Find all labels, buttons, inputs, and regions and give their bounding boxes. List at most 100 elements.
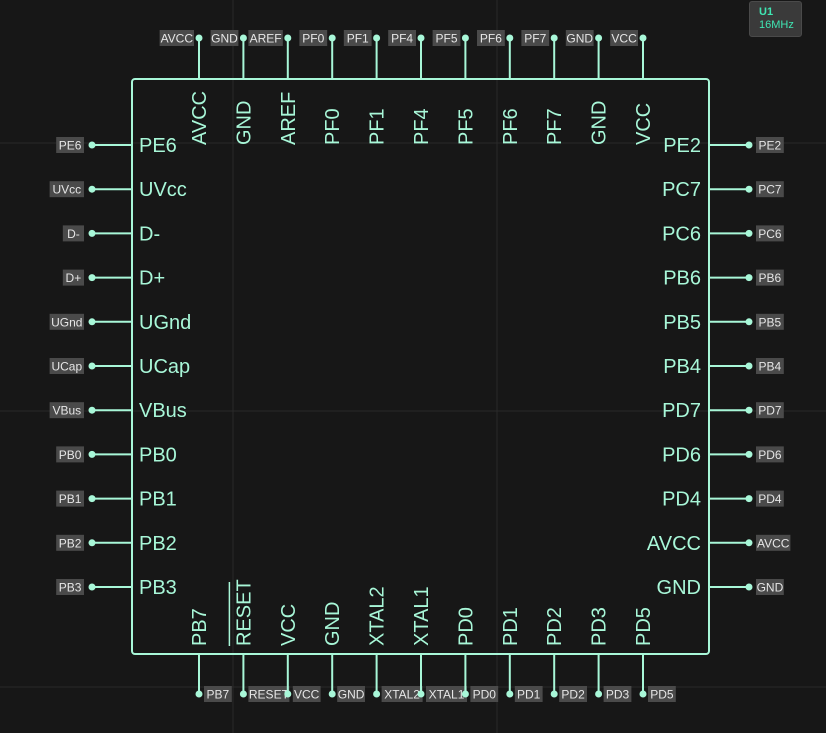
pin-right-pd7[interactable]: PD7 bbox=[662, 400, 753, 422]
pin-top-pf6[interactable]: PF6 bbox=[500, 34, 522, 146]
net-label-pf1[interactable]: PF1 bbox=[343, 30, 372, 46]
net-label-pd0[interactable]: PD0 bbox=[470, 686, 499, 702]
net-label-pd2[interactable]: PD2 bbox=[559, 686, 587, 702]
net-label-pe6[interactable]: PE6 bbox=[56, 137, 84, 153]
net-label-gnd[interactable]: GND bbox=[337, 686, 365, 702]
pin-right-pb5[interactable]: PB5 bbox=[663, 312, 753, 334]
component-badge[interactable]: U1 16MHz bbox=[749, 1, 802, 37]
net-label-pd3[interactable]: PD3 bbox=[603, 686, 632, 702]
pin-top-pf5[interactable]: PF5 bbox=[455, 34, 477, 146]
net-label-avcc[interactable]: AVCC bbox=[159, 30, 194, 46]
pin-right-avcc[interactable]: AVCC bbox=[647, 533, 753, 555]
pin-right-pc7[interactable]: PC7 bbox=[662, 179, 753, 201]
pin-top-pf0[interactable]: PF0 bbox=[322, 34, 344, 146]
net-label-reset[interactable]: RESET bbox=[248, 686, 290, 702]
pin-bottom-xtal2[interactable]: XTAL2 bbox=[367, 586, 389, 698]
pin-right-gnd[interactable]: GND bbox=[657, 577, 753, 599]
pin-left-ugnd[interactable]: UGnd bbox=[88, 312, 192, 334]
net-label-text: PD6 bbox=[758, 448, 782, 462]
pin-left-pb1[interactable]: PB1 bbox=[88, 489, 177, 511]
pin-bottom-vcc[interactable]: VCC bbox=[278, 604, 300, 698]
pin-top-pf4[interactable]: PF4 bbox=[411, 34, 433, 146]
net-label-aref[interactable]: AREF bbox=[248, 30, 283, 46]
net-label-pc7[interactable]: PC7 bbox=[756, 181, 784, 198]
pin-top-gnd[interactable]: GND bbox=[233, 34, 255, 146]
net-label-pe2[interactable]: PE2 bbox=[756, 137, 784, 153]
pin-right-pb4[interactable]: PB4 bbox=[663, 356, 753, 378]
pin-name: PB0 bbox=[139, 444, 177, 466]
net-label-pb4[interactable]: PB4 bbox=[756, 358, 784, 374]
net-label-pb5[interactable]: PB5 bbox=[756, 313, 784, 330]
net-label-pf7[interactable]: PF7 bbox=[521, 30, 550, 46]
pin-bottom-xtal1[interactable]: XTAL1 bbox=[411, 586, 433, 698]
pin-left-pe6[interactable]: PE6 bbox=[88, 135, 177, 157]
net-label-pd7[interactable]: PD7 bbox=[756, 402, 784, 419]
pin-right-pe2[interactable]: PE2 bbox=[663, 135, 753, 157]
net-label-gnd[interactable]: GND bbox=[565, 30, 594, 46]
pin-right-pc6[interactable]: PC6 bbox=[662, 223, 753, 245]
net-label-uvcc[interactable]: UVcc bbox=[49, 181, 84, 198]
pin-top-pf7[interactable]: PF7 bbox=[544, 34, 566, 146]
net-label-vcc[interactable]: VCC bbox=[610, 30, 638, 46]
net-label-pd5[interactable]: PD5 bbox=[648, 686, 676, 702]
pin-left-d+[interactable]: D+ bbox=[88, 268, 166, 290]
net-label-text: GND bbox=[338, 688, 365, 702]
chip-body[interactable] bbox=[131, 78, 710, 655]
pin-left-d-[interactable]: D- bbox=[88, 223, 161, 245]
pin-bottom-pb7[interactable]: PB7 bbox=[189, 608, 211, 698]
net-label-xtal1[interactable]: XTAL1 bbox=[426, 686, 467, 702]
net-label-avcc[interactable]: AVCC bbox=[756, 534, 791, 551]
pin-left-uvcc[interactable]: UVcc bbox=[88, 179, 187, 201]
net-label-pd1[interactable]: PD1 bbox=[514, 686, 543, 702]
net-label-gnd[interactable]: GND bbox=[756, 579, 784, 595]
pin-left-ucap[interactable]: UCap bbox=[88, 356, 191, 378]
pin-name: PD3 bbox=[589, 607, 611, 646]
net-label-vbus[interactable]: VBus bbox=[49, 402, 84, 419]
pin-top-pf1[interactable]: PF1 bbox=[367, 34, 389, 146]
net-label-pb0[interactable]: PB0 bbox=[56, 446, 84, 463]
pin-name: PB2 bbox=[139, 533, 177, 555]
pin-top-avcc[interactable]: AVCC bbox=[189, 34, 211, 146]
net-label-pb6[interactable]: PB6 bbox=[756, 269, 784, 286]
pin-right-pb6[interactable]: PB6 bbox=[663, 268, 753, 290]
pin-name: PD5 bbox=[633, 607, 655, 646]
net-label-pf5[interactable]: PF5 bbox=[432, 30, 461, 46]
net-label-pf4[interactable]: PF4 bbox=[388, 30, 416, 46]
pin-left-vbus[interactable]: VBus bbox=[88, 400, 187, 422]
net-label-ucap[interactable]: UCap bbox=[49, 358, 84, 374]
net-label-d+[interactable]: D+ bbox=[62, 269, 84, 286]
pin-bottom-pd3[interactable]: PD3 bbox=[589, 607, 611, 698]
pin-left-pb0[interactable]: PB0 bbox=[88, 444, 177, 466]
net-label-pc6[interactable]: PC6 bbox=[756, 225, 784, 242]
pin-bottom-pd5[interactable]: PD5 bbox=[633, 607, 655, 698]
pin-bottom-pd1[interactable]: PD1 bbox=[500, 607, 522, 698]
pin-left-pb3[interactable]: PB3 bbox=[88, 577, 177, 599]
pin-bottom-pd2[interactable]: PD2 bbox=[544, 607, 566, 698]
pin-bottom-reset[interactable]: RESET bbox=[228, 579, 255, 698]
net-label-gnd[interactable]: GND bbox=[210, 30, 239, 46]
net-label-pf6[interactable]: PF6 bbox=[477, 30, 505, 46]
pin-top-gnd[interactable]: GND bbox=[589, 34, 611, 146]
pin-bottom-gnd[interactable]: GND bbox=[322, 602, 344, 698]
pin-left-pb2[interactable]: PB2 bbox=[88, 533, 177, 555]
pin-right-pd4[interactable]: PD4 bbox=[662, 489, 753, 511]
pin-top-aref[interactable]: AREF bbox=[278, 34, 300, 146]
pin-name: AVCC bbox=[647, 533, 701, 555]
net-label-d-[interactable]: D- bbox=[62, 225, 84, 242]
net-label-text: D+ bbox=[66, 271, 82, 285]
net-label-pf0[interactable]: PF0 bbox=[299, 30, 328, 46]
net-label-pb1[interactable]: PB1 bbox=[56, 490, 84, 507]
net-label-pb7[interactable]: PB7 bbox=[204, 686, 232, 702]
net-label-ugnd[interactable]: UGnd bbox=[49, 313, 84, 330]
net-label-pb3[interactable]: PB3 bbox=[56, 579, 84, 595]
net-label-pb2[interactable]: PB2 bbox=[56, 534, 84, 551]
net-label-vcc[interactable]: VCC bbox=[292, 686, 321, 702]
net-label-text: PB4 bbox=[759, 360, 782, 374]
net-label-xtal2[interactable]: XTAL2 bbox=[381, 686, 423, 702]
pin-bottom-pd0[interactable]: PD0 bbox=[455, 607, 477, 698]
pin-right-pd6[interactable]: PD6 bbox=[662, 444, 753, 466]
pin-top-vcc[interactable]: VCC bbox=[633, 34, 655, 146]
net-label-pd6[interactable]: PD6 bbox=[756, 446, 784, 463]
net-label-pd4[interactable]: PD4 bbox=[756, 490, 784, 507]
